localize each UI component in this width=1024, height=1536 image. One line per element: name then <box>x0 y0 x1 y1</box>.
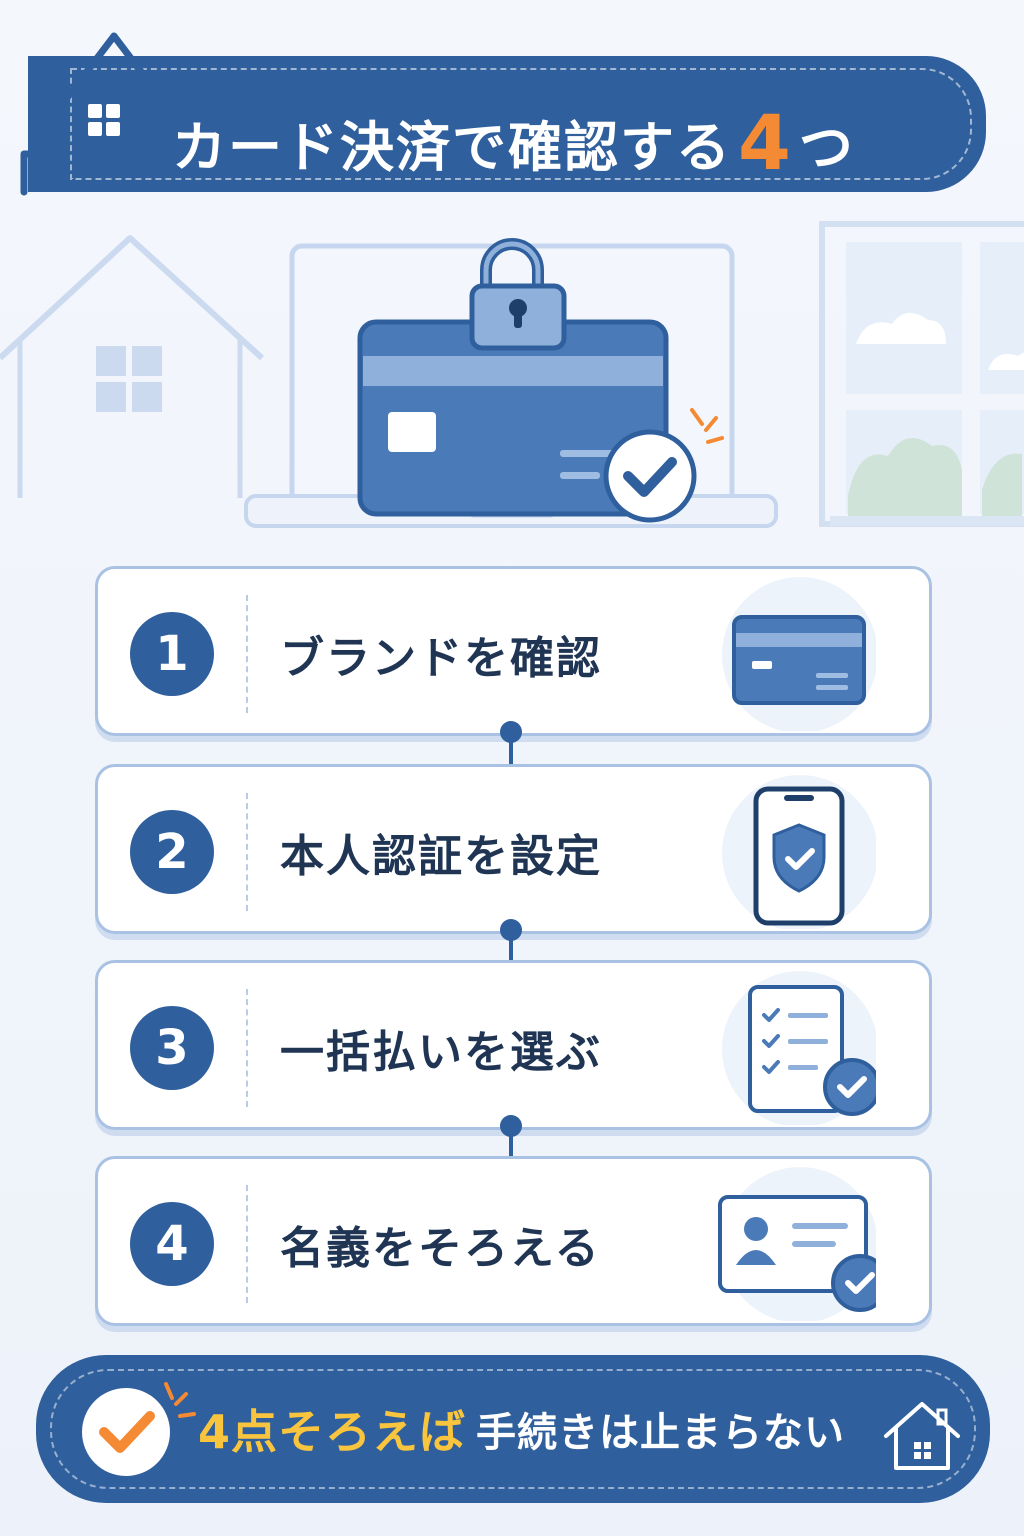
step-number: 4 <box>130 1202 214 1286</box>
title-prefix: カード決済で確認する <box>172 115 732 179</box>
title-banner-dashed-border <box>70 68 972 180</box>
step-divider <box>246 1185 248 1303</box>
house-outline-icon <box>0 235 265 498</box>
phone-shield-icon <box>722 775 876 929</box>
step-number: 2 <box>130 810 214 894</box>
step-card-4: 4 名義をそろえる <box>95 1156 932 1326</box>
page-title: カード決済で確認する 4 つ <box>172 97 855 187</box>
title-banner <box>28 56 986 192</box>
padlock-icon <box>469 238 567 351</box>
step-number: 1 <box>130 612 214 696</box>
title-suffix: つ <box>798 115 855 179</box>
footer-rest: 手続きは止まらない <box>476 1410 846 1456</box>
title-number: 4 <box>738 97 793 187</box>
check-badge-icon <box>603 408 724 523</box>
house-icon <box>20 32 168 196</box>
step-label: ブランドを確認 <box>280 633 602 684</box>
checklist-icon <box>722 971 876 1125</box>
window-icon <box>819 221 1024 527</box>
hero-illustration <box>0 221 1024 528</box>
check-circle-icon <box>82 1382 196 1476</box>
step-card-3: 3 一括払いを選ぶ <box>95 960 932 1130</box>
step-card-1: 1 ブランドを確認 <box>95 566 932 736</box>
step-number: 3 <box>130 1006 214 1090</box>
footer-banner <box>36 1355 990 1503</box>
step-divider <box>246 989 248 1107</box>
step-label: 一括払いを選ぶ <box>280 1027 602 1078</box>
step-divider <box>246 793 248 911</box>
step-label: 名義をそろえる <box>280 1223 601 1274</box>
step-card-2: 2 本人認証を設定 <box>95 764 932 934</box>
house-icon <box>884 1402 960 1470</box>
id-card-icon <box>718 1167 876 1321</box>
footer-message: 4点そろえば 手続きは止まらない <box>198 1355 845 1503</box>
step-label: 本人認証を設定 <box>280 831 602 882</box>
footer-dashed-border <box>50 1369 976 1489</box>
footer-highlight: 4点そろえば <box>198 1405 467 1459</box>
credit-card-icon <box>722 577 876 731</box>
step-divider <box>246 595 248 713</box>
